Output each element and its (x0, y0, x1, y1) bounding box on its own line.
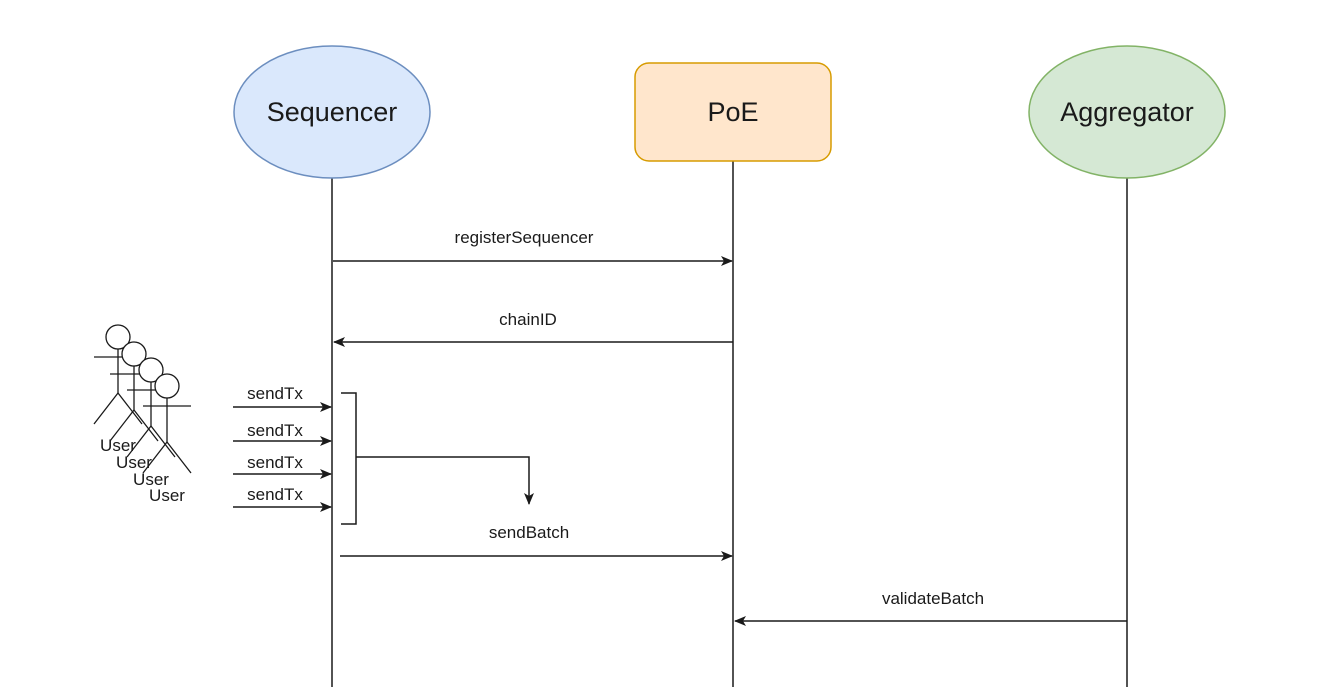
user-label-1: User (100, 436, 136, 455)
register-sequencer-label: registerSequencer (455, 228, 594, 247)
chain-id-label: chainID (499, 310, 557, 329)
user-label-3: User (133, 470, 169, 489)
send-tx-label-2: sendTx (247, 421, 303, 440)
send-tx-label-1: sendTx (247, 384, 303, 403)
poe-label: PoE (707, 97, 758, 127)
user-label-2: User (116, 453, 152, 472)
send-tx-label-3: sendTx (247, 453, 303, 472)
poe-participant: PoE (634, 62, 832, 162)
user-actor-4 (142, 373, 192, 474)
aggregator-label: Aggregator (1060, 97, 1194, 127)
user-actor-1 (93, 324, 143, 425)
send-batch-label: sendBatch (489, 523, 569, 542)
user-actor-2 (109, 341, 159, 442)
validate-batch-label: validateBatch (882, 589, 984, 608)
user-label-4: User (149, 486, 185, 505)
send-tx-label-4: sendTx (247, 485, 303, 504)
sequencer-participant: Sequencer (233, 45, 431, 179)
batch-connector-arrow (356, 456, 534, 505)
aggregator-participant: Aggregator (1028, 45, 1226, 179)
batch-bracket (341, 392, 357, 525)
sequencer-label: Sequencer (267, 97, 398, 127)
